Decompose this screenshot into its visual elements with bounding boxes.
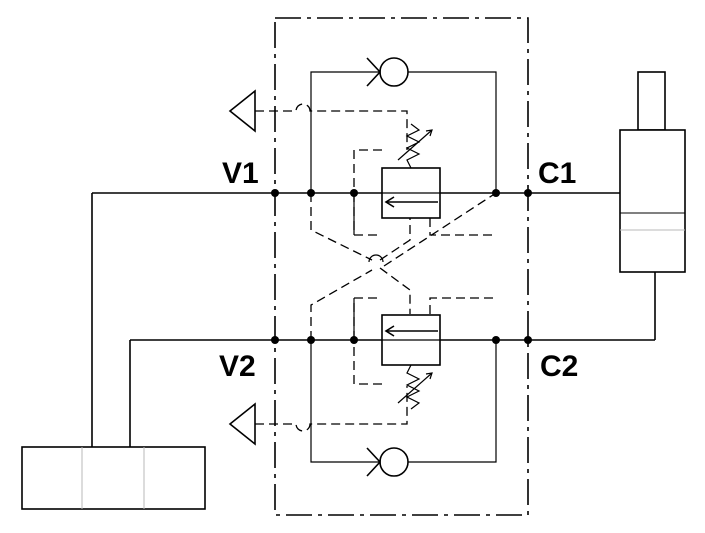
- port-label-v2: V2: [219, 350, 256, 383]
- pilot-lines: [255, 103, 497, 432]
- drain-triangle-bottom: [228, 402, 256, 446]
- main-lines: [91, 71, 656, 463]
- hydraulic-cylinder: [619, 71, 686, 273]
- port-label-c1: C1: [538, 157, 576, 190]
- counterbalance-valve-bottom: [381, 314, 441, 410]
- port-label-c2: C2: [540, 350, 578, 383]
- counterbalance-valve-top: [381, 123, 441, 219]
- drain-triangle-top: [228, 89, 256, 133]
- check-valve-top: [366, 57, 409, 87]
- valve-block-boundary: [274, 17, 529, 516]
- directional-valve: [21, 446, 206, 510]
- cross-hop: [368, 254, 384, 263]
- junction-dots: [271, 189, 532, 344]
- check-valve-bottom: [366, 447, 409, 477]
- port-label-v1: V1: [222, 157, 259, 190]
